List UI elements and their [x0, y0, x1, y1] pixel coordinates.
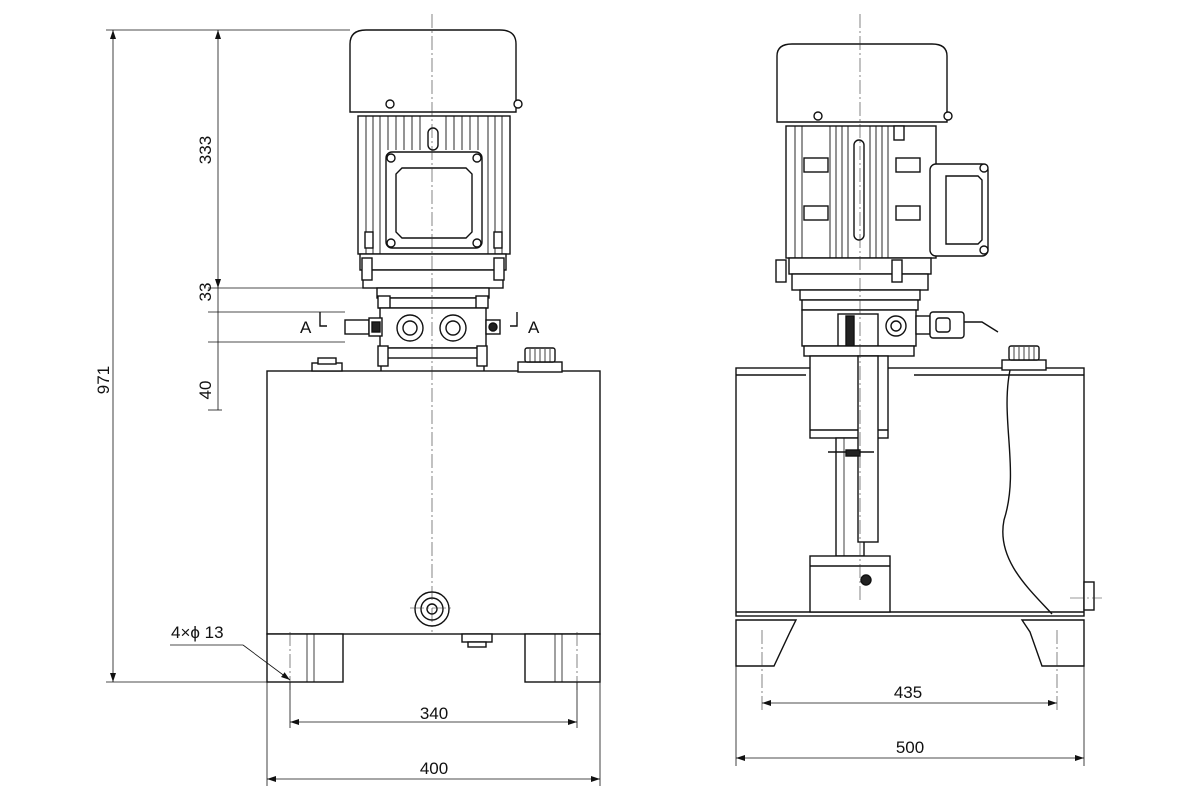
- front-tank: [266, 347, 601, 648]
- side-motor-fins: [794, 126, 889, 258]
- side-motor-cap: [776, 43, 953, 123]
- dim-side-foot-spacing: 435: [894, 683, 922, 702]
- front-feet: [266, 633, 601, 683]
- front-flange: [359, 253, 507, 289]
- front-motor-body: [357, 115, 511, 255]
- front-view: A A: [266, 14, 601, 690]
- dim-front-width: 400: [420, 759, 448, 778]
- dim-total-height: 971: [94, 366, 113, 394]
- side-motor-body: [785, 125, 989, 259]
- front-motor-cap: [349, 29, 523, 113]
- dim-adapter-height: 33: [196, 283, 215, 302]
- front-valve-block: [344, 307, 501, 372]
- front-dimensions: 971 333 33 40 4×ϕ 13 340 400: [94, 29, 601, 786]
- front-adapter: [376, 287, 490, 309]
- side-flange: [775, 257, 932, 291]
- side-valve-block: [801, 309, 999, 357]
- side-tank: [735, 345, 1095, 617]
- dim-side-width: 500: [896, 738, 924, 757]
- section-mark-right: A: [528, 318, 540, 337]
- section-mark-left: A: [300, 318, 312, 337]
- side-feet: [735, 619, 1085, 667]
- dim-hole-callout: 4×ϕ 13: [171, 623, 224, 642]
- front-motor-fins: [365, 116, 503, 254]
- dim-motor-height: 333: [196, 136, 215, 164]
- dim-front-foot-spacing: 340: [420, 704, 448, 723]
- side-view: [735, 14, 1102, 710]
- side-dimensions: 435 500: [735, 666, 1085, 766]
- dim-block-height: 40: [196, 381, 215, 400]
- section-mark-a: A A: [300, 312, 540, 337]
